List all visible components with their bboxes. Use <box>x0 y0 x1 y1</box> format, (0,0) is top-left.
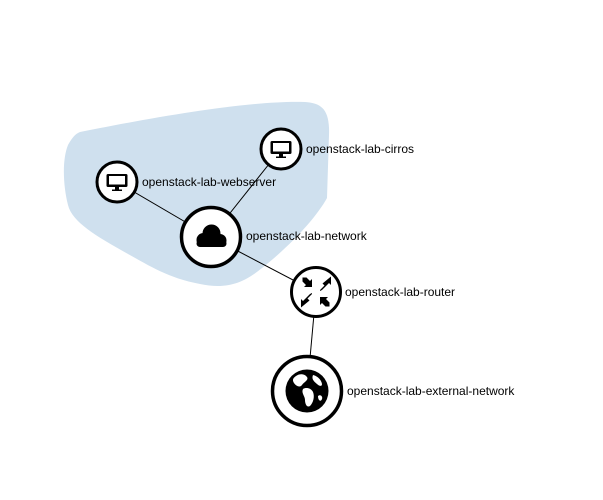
monitor-icon <box>270 141 292 158</box>
node-router-ring <box>290 266 342 318</box>
node-external-network[interactable]: openstack-lab-external-network <box>270 354 516 428</box>
cloud-icon <box>196 224 227 247</box>
node-webserver[interactable]: openstack-lab-webserver <box>95 160 276 204</box>
node-router[interactable]: openstack-lab-router <box>290 266 456 318</box>
node-cirros[interactable]: openstack-lab-cirros <box>259 127 414 171</box>
node-network[interactable]: openstack-lab-network <box>179 205 368 269</box>
node-external-label: openstack-lab-external-network <box>347 384 515 398</box>
monitor-icon <box>106 174 128 191</box>
router-arrows-icon <box>301 276 331 308</box>
globe-icon <box>285 369 329 413</box>
node-cirros-label: openstack-lab-cirros <box>306 142 414 156</box>
node-webserver-label: openstack-lab-webserver <box>142 175 276 189</box>
node-router-label: openstack-lab-router <box>345 285 455 299</box>
node-network-label: openstack-lab-network <box>246 229 368 243</box>
